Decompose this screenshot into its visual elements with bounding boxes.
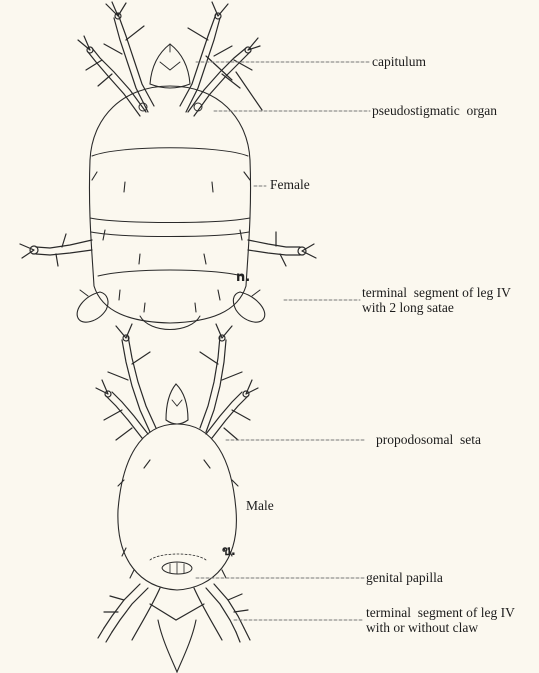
label-male: Male [246, 498, 274, 513]
male-posterior [158, 620, 196, 672]
label-terminal-segment-male-2: with or without claw [366, 620, 478, 635]
male-front-legs [96, 324, 258, 440]
male-capitulum [166, 384, 188, 424]
label-terminal-segment-male-1: terminal segment of leg IV [366, 605, 515, 620]
female-figure-mark: n. [236, 270, 250, 285]
label-capitulum: capitulum [372, 54, 426, 69]
female-side-legs [20, 232, 316, 266]
female-mite [20, 2, 316, 330]
female-body-outline [89, 86, 250, 323]
label-terminal-segment-female-2: with 2 long satae [362, 300, 454, 315]
label-female: Female [270, 177, 310, 192]
female-front-legs [78, 2, 262, 116]
male-figure-mark: ข. [222, 540, 236, 561]
label-pseudostigmatic-organ: pseudostigmatic organ [372, 103, 497, 118]
label-propodosomal-seta: propodosomal seta [376, 432, 481, 447]
female-leg-IV-right [233, 292, 264, 322]
female-leg-IV-left [77, 292, 108, 322]
male-rear-legs [98, 584, 250, 642]
label-terminal-segment-female-1: terminal segment of leg IV [362, 285, 511, 300]
label-genital-papilla: genital papilla [366, 570, 443, 585]
